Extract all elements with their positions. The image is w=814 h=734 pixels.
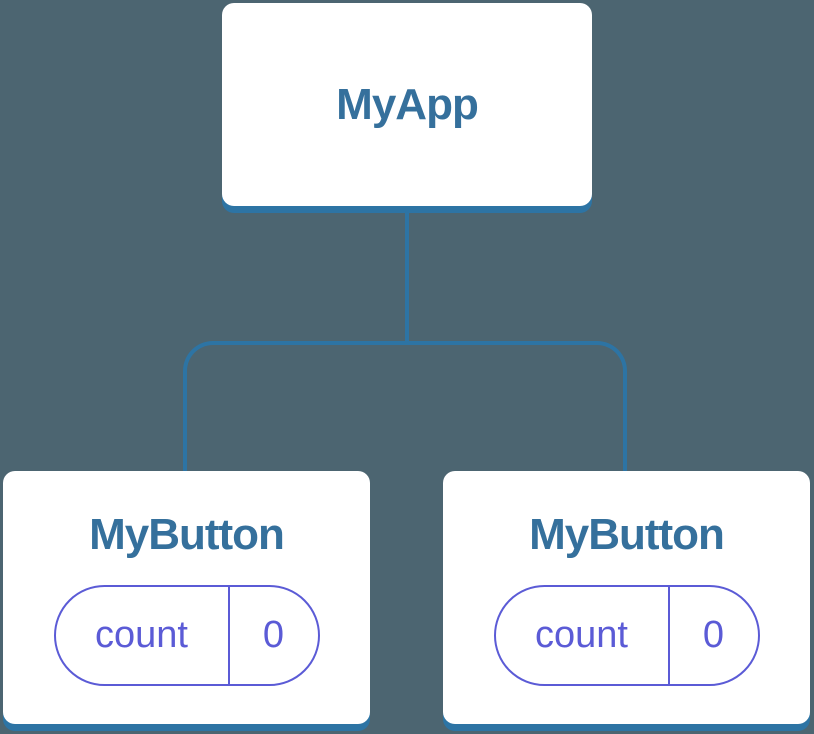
state-value-left: 0 (262, 614, 285, 656)
node-mybutton-right-label: MyButton (529, 510, 725, 559)
parent-child-connector-bracket (183, 341, 627, 471)
node-mybutton-left-label: MyButton (89, 510, 285, 559)
node-mybutton-left: MyButton count 0 (3, 471, 370, 724)
state-value-right: 0 (702, 614, 725, 656)
node-myapp-label: MyApp (336, 79, 479, 129)
state-pill-divider-left (227, 587, 230, 684)
state-key-left: count (95, 614, 188, 656)
state-key-right: count (535, 614, 628, 656)
state-pill-left: count 0 (53, 585, 320, 686)
parent-child-connector-stem (405, 206, 409, 343)
state-pill-divider-right (667, 587, 670, 684)
node-mybutton-right: MyButton count 0 (443, 471, 810, 724)
state-pill-right: count 0 (493, 585, 760, 686)
node-myapp: MyApp (222, 3, 592, 206)
